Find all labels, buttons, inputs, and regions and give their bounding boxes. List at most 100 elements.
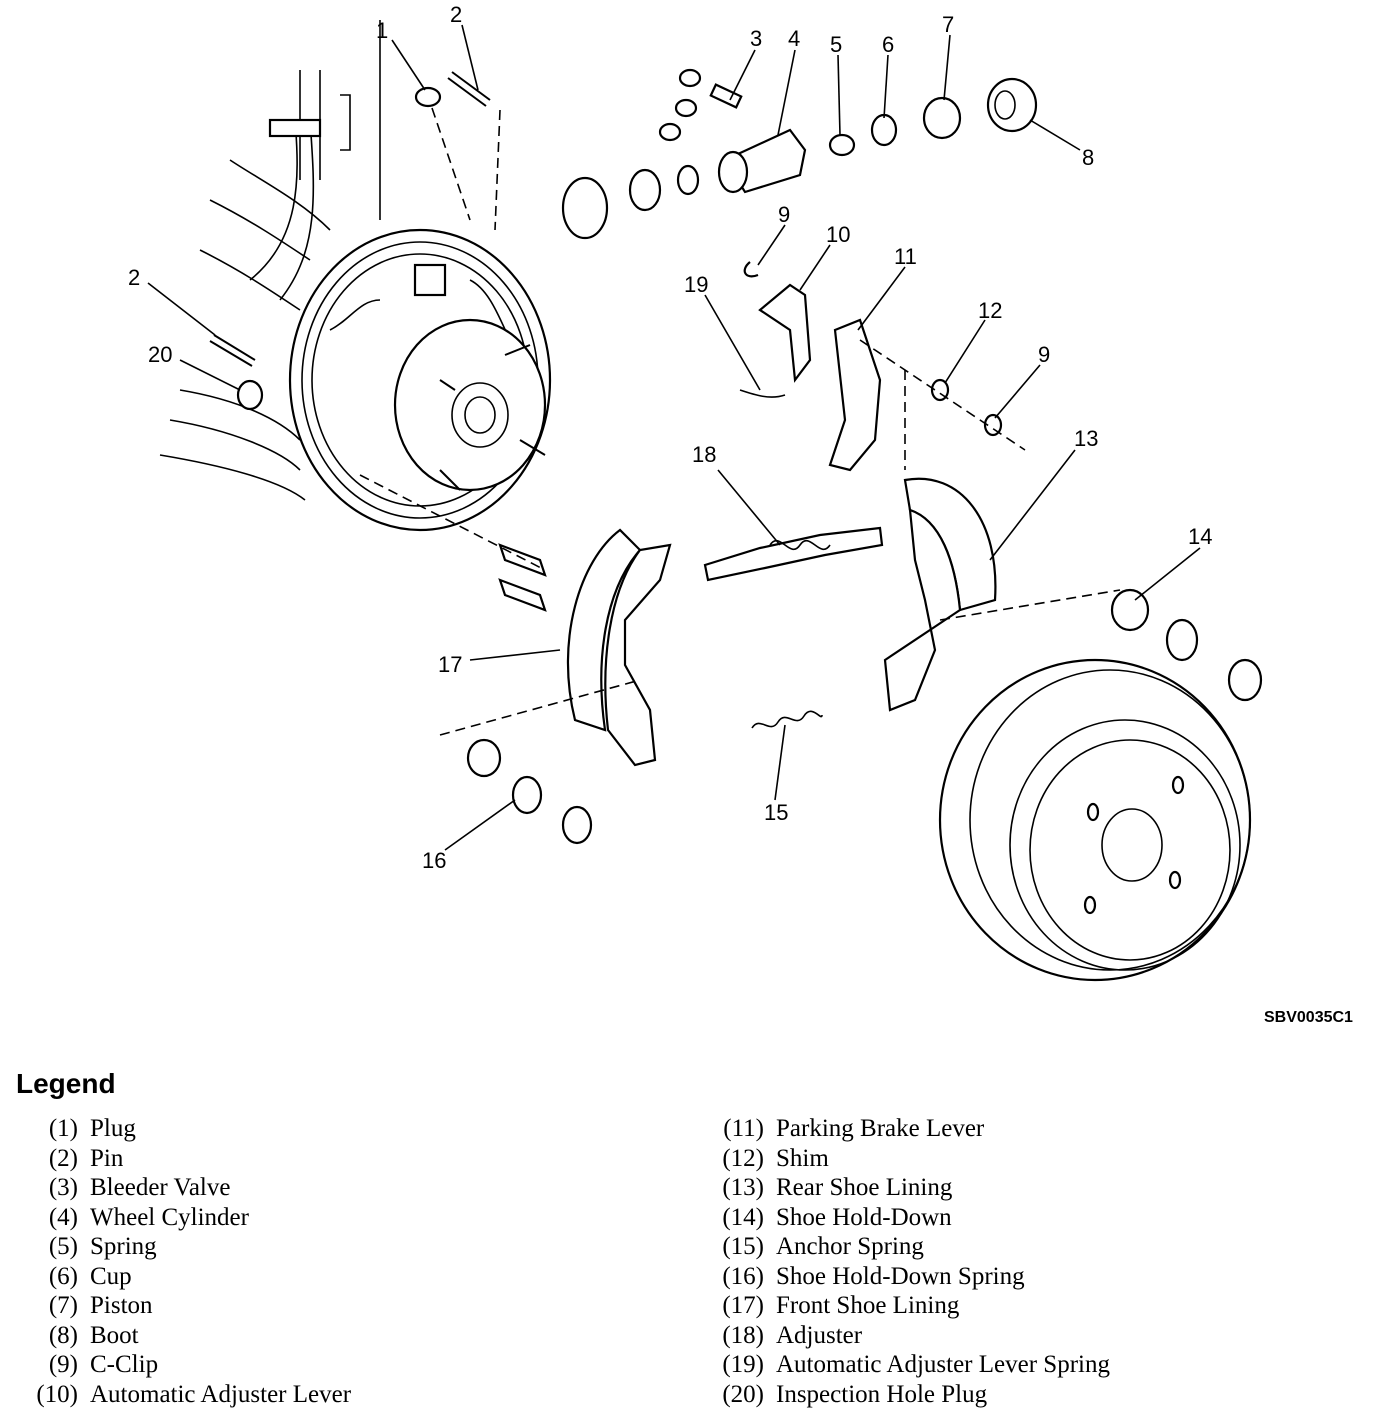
callout-15: 15 [764, 800, 788, 825]
pin-part-2-left [209, 334, 256, 367]
legend-item-label: Cup [90, 1262, 132, 1290]
legend-item: (17) Front Shoe Lining [706, 1291, 1110, 1321]
legend-item-label: Inspection Hole Plug [776, 1380, 988, 1408]
callout-9-upper: 9 [778, 202, 790, 227]
legend-item-number: (5) [48, 1233, 78, 1260]
adjuster-part-18 [703, 526, 884, 582]
legend-item: (8) Boot [20, 1321, 351, 1351]
legend-item-label: Automatic Adjuster Lever Spring [776, 1351, 1110, 1378]
legend-item-label: Boot [90, 1321, 139, 1349]
legend-item-number: (2) [48, 1144, 78, 1172]
legend-item: (7) Piston [20, 1291, 351, 1321]
callout-13: 13 [1074, 426, 1098, 451]
legend-item-number: (15) [722, 1233, 764, 1260]
legend-item-number: (3) [48, 1174, 78, 1201]
legend-item-number: (14) [722, 1203, 764, 1231]
callout-8: 8 [1082, 145, 1094, 170]
legend-item-number: (13) [722, 1174, 764, 1201]
legend-column-left: (1) Plug (2) Pin (3) Bleeder Valve (4) Wheel… [20, 1114, 351, 1409]
legend-item-number: (10) [36, 1380, 78, 1408]
legend-item-label: Shoe Hold-Down [776, 1203, 952, 1231]
hold-down-parts [466, 543, 1263, 845]
legend-item-number: (18) [722, 1321, 764, 1349]
legend-item: (18) Adjuster [706, 1321, 1110, 1351]
legend-item: (4) Wheel Cylinder [20, 1203, 351, 1233]
legend-item: (20)Inspection Hole Plug [706, 1380, 1110, 1410]
legend-item-number: (7) [48, 1292, 78, 1319]
exploded-brake-diagram: 1 2 3 4 5 6 7 8 9 10 11 19 2 20 12 9 18 … [128, 2, 1353, 1026]
legend-item-number: (12) [722, 1144, 764, 1172]
legend-item-label: Spring [90, 1233, 157, 1260]
legend-item-number: (4) [48, 1203, 78, 1231]
reference-code: SBV0035C1 [1264, 1009, 1353, 1026]
legend-item: (16) Shoe Hold-Down Spring [706, 1262, 1110, 1292]
pin-part-2-top [447, 71, 491, 107]
legend-item-label: Adjuster [776, 1321, 863, 1349]
legend-item-number: (9) [48, 1351, 78, 1378]
wheel-cylinder-assembly [561, 68, 1038, 240]
callout-18: 18 [692, 442, 716, 467]
plug-part-1 [414, 86, 442, 108]
legend-item: (12) Shim [706, 1144, 1110, 1174]
callout-19: 19 [684, 272, 708, 297]
legend-item-label: Parking Brake Lever [776, 1115, 985, 1142]
anchor-spring-part-15 [751, 710, 823, 729]
callout-2-left: 2 [128, 265, 140, 290]
legend-item-number: (6) [48, 1262, 78, 1290]
callout-7: 7 [942, 12, 954, 37]
suspension-arm [159, 20, 381, 501]
legend-item-label: Plug [90, 1115, 136, 1142]
callout-3: 3 [750, 26, 762, 51]
legend-item-number: (19) [722, 1351, 764, 1378]
brake-drum [938, 658, 1252, 982]
legend-item-label: Shoe Hold-Down Spring [776, 1262, 1025, 1290]
callout-2-top: 2 [450, 2, 462, 27]
legend-item-number: (1) [48, 1115, 78, 1142]
callout-labels: 1 2 3 4 5 6 7 8 9 10 11 19 2 20 12 9 18 … [128, 2, 1212, 873]
legend-item-number: (11) [723, 1115, 764, 1142]
legend-item-label: C-Clip [90, 1351, 159, 1378]
legend-item: (3) Bleeder Valve [20, 1173, 351, 1203]
legend-item-label: Shim [776, 1144, 829, 1172]
legend-item: (2) Pin [20, 1144, 351, 1174]
rear-shoe-part-13 [883, 477, 997, 712]
legend-item: (9) C-Clip [20, 1350, 351, 1380]
legend-item-label: Front Shoe Lining [776, 1292, 960, 1319]
legend-title: Legend [16, 1068, 116, 1099]
legend-item-number: (16) [722, 1262, 764, 1290]
hub [393, 318, 547, 492]
callout-20: 20 [148, 342, 172, 367]
callout-4: 4 [788, 26, 800, 51]
callout-17: 17 [438, 652, 462, 677]
legend-item-number: (8) [48, 1321, 78, 1349]
legend-item-label: Wheel Cylinder [90, 1203, 249, 1231]
legend-item-label: Pin [90, 1144, 124, 1172]
legend-item-label: Rear Shoe Lining [776, 1174, 953, 1201]
legend-item: (5) Spring [20, 1232, 351, 1262]
legend-item-label: Automatic Adjuster Lever [90, 1380, 352, 1408]
inspection-plug-part-20 [236, 379, 264, 411]
legend-item: (10) Automatic Adjuster Lever [20, 1380, 351, 1410]
callout-12: 12 [978, 298, 1002, 323]
legend-item: (11) Parking Brake Lever [706, 1114, 1110, 1144]
legend-item-label: Bleeder Valve [90, 1174, 231, 1201]
assembly-lines [359, 107, 1121, 736]
front-shoe-part-17 [566, 528, 672, 767]
legend-item: (1) Plug [20, 1114, 351, 1144]
legend-item: (14) Shoe Hold-Down [706, 1203, 1110, 1233]
legend-column-right: (11) Parking Brake Lever (12) Shim (13) Rea… [706, 1114, 1110, 1409]
legend-item: (13) Rear Shoe Lining [706, 1173, 1110, 1203]
leader-lines [147, 24, 1201, 851]
adjuster-lever-parts [739, 261, 1003, 472]
legend-item: (15) Anchor Spring [706, 1232, 1110, 1262]
legend-item: (6) Cup [20, 1262, 351, 1292]
callout-9-lower: 9 [1038, 342, 1050, 367]
legend-item-label: Anchor Spring [776, 1233, 924, 1260]
callout-1: 1 [376, 18, 388, 43]
legend-item-label: Piston [90, 1292, 153, 1319]
callout-6: 6 [882, 32, 894, 57]
legend-item-number: (17) [722, 1292, 764, 1319]
callout-14: 14 [1188, 524, 1212, 549]
callout-11: 11 [894, 244, 917, 269]
callout-16: 16 [422, 848, 446, 873]
